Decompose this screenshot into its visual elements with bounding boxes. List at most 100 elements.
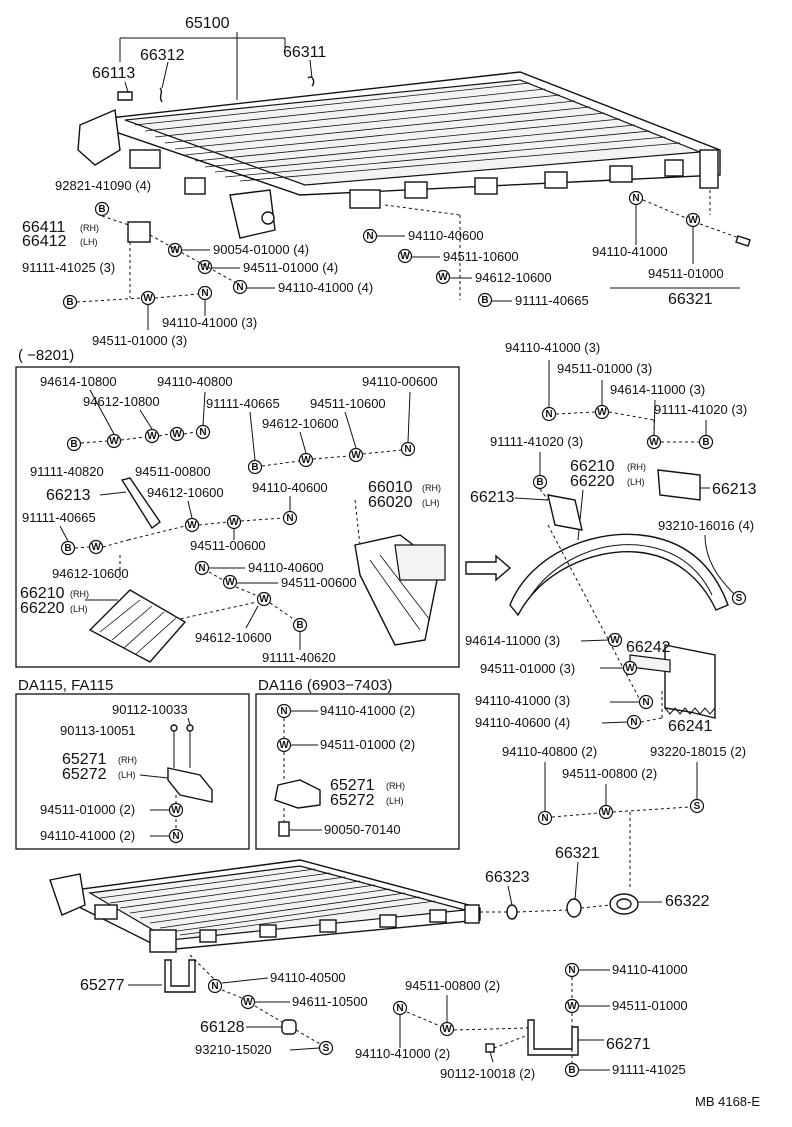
r-66220: 66220 [570, 473, 615, 490]
b-94110-40800: 94110-40800 [157, 374, 233, 389]
b-66220-lh: (LH) [70, 604, 88, 614]
r-66210-rh: (RH) [627, 462, 646, 472]
b-94612-10600b: 94612-10600 [147, 485, 224, 500]
d5-94110-41000-2: 94110-41000 (2) [40, 828, 135, 843]
l-94511-00800-2: 94511-00800 (2) [405, 978, 500, 993]
b-94511-00800: 94511-00800 [135, 464, 211, 479]
r-91111-41020-3a: 91111-41020 (3) [654, 402, 747, 417]
part-94511-01000: 94511-01000 [648, 266, 724, 281]
b-66020-lh: (LH) [422, 498, 440, 508]
part-94511-01000-3a: 94511-01000 (3) [92, 333, 187, 348]
b-91111-40820: 91111-40820 [30, 464, 104, 479]
part-92821-41090: 92821-41090 (4) [55, 178, 151, 193]
part-94612-10600: 94612-10600 [475, 270, 552, 285]
part-91111-40665: 91111-40665 [515, 293, 589, 308]
part-66412: 66412 [22, 233, 67, 250]
b-66213: 66213 [46, 487, 91, 504]
b-91111-40620: 91111-40620 [262, 650, 336, 665]
b-94612-10600d: 94612-10600 [195, 630, 272, 645]
b-66020: 66020 [368, 494, 413, 511]
m-94511-00800-2: 94511-00800 (2) [562, 766, 657, 781]
r-94110-41000-3b: 94110-41000 (3) [475, 693, 570, 708]
l-93210-15020: 93210-15020 [195, 1042, 272, 1057]
d5-90112-10033: 90112-10033 [112, 702, 188, 717]
b-94511-00600a: 94511-00600 [190, 538, 266, 553]
m-66323: 66323 [485, 869, 530, 886]
section-header-da116: DA116 (6903−7403) [258, 677, 392, 694]
footer-code: MB 4168-E [695, 1094, 760, 1109]
r-66242: 66242 [626, 639, 671, 656]
d5-94511-01000-2: 94511-01000 (2) [40, 802, 135, 817]
r-66241: 66241 [668, 718, 713, 735]
d6-65271-rh: (RH) [386, 781, 405, 791]
section-box-da116 [255, 693, 460, 850]
b-91111-40665b: 91111-40665 [22, 510, 96, 525]
l-65277: 65277 [80, 977, 125, 994]
section-box-da115 [15, 693, 250, 850]
d5-65272: 65272 [62, 766, 107, 783]
r-93210-16016: 93210-16016 (4) [658, 518, 754, 533]
m-94110-40800-2: 94110-40800 (2) [502, 744, 597, 759]
b-94110-40600b: 94110-40600 [248, 560, 324, 575]
l-94110-41000: 94110-41000 [612, 962, 688, 977]
top-cargo-bed [77, 71, 721, 239]
d5-65272-lh: (LH) [118, 770, 136, 780]
part-66312: 66312 [140, 47, 185, 64]
part-66411: 66411 [22, 219, 65, 236]
part-66321: 66321 [668, 291, 713, 308]
part-66412-lh: (LH) [80, 237, 98, 247]
d6-94110-41000-2: 94110-41000 (2) [320, 703, 415, 718]
part-94110-40600: 94110-40600 [408, 228, 484, 243]
l-94110-40500: 94110-40500 [270, 970, 346, 985]
b-66010: 66010 [368, 479, 413, 496]
d6-90050-70140: 90050-70140 [324, 822, 401, 837]
r-94511-01000-3b: 94511-01000 (3) [480, 661, 575, 676]
b-94612-10800: 94612-10800 [83, 394, 160, 409]
part-94110-41000: 94110-41000 [592, 244, 668, 259]
b-91111-40665: 91111-40665 [206, 396, 280, 411]
r-91111-41020-3b: 91111-41020 (3) [490, 434, 583, 449]
r-94614-11000-3b: 94614-11000 (3) [465, 633, 560, 648]
part-94511-10600: 94511-10600 [443, 249, 519, 264]
b-94612-10600a: 94612-10600 [262, 416, 339, 431]
section-header-da115: DA115, FA115 [18, 677, 113, 694]
d6-65272: 65272 [330, 792, 375, 809]
m-66322: 66322 [665, 893, 710, 910]
b-66010-rh: (RH) [422, 483, 441, 493]
r-94614-11000-3: 94614-11000 (3) [610, 382, 705, 397]
r-94110-40600-4: 94110-40600 (4) [475, 715, 570, 730]
b-66220: 66220 [20, 600, 65, 617]
l-94110-41000-2: 94110-41000 (2) [355, 1046, 450, 1061]
l-94511-01000: 94511-01000 [612, 998, 688, 1013]
d6-65271: 65271 [330, 777, 375, 794]
d6-94511-01000-2: 94511-01000 (2) [320, 737, 415, 752]
part-94110-41000-3a: 94110-41000 (3) [162, 315, 257, 330]
m-93220-18015-2: 93220-18015 (2) [650, 744, 746, 759]
b-66210-rh: (RH) [70, 589, 89, 599]
b-94511-10600: 94511-10600 [310, 396, 386, 411]
d5-90113-10051: 90113-10051 [60, 723, 136, 738]
part-66113: 66113 [92, 65, 135, 82]
d5-65271: 65271 [62, 751, 107, 768]
b-94612-10600c: 94612-10600 [52, 566, 129, 581]
r-66210: 66210 [570, 458, 615, 475]
part-90054-01000: 90054-01000 (4) [213, 242, 309, 257]
bottom-cargo-bed [49, 859, 481, 953]
section-box-8201 [15, 366, 460, 668]
m-66321: 66321 [555, 845, 600, 862]
part-65100: 65100 [185, 15, 230, 32]
d5-65271-rh: (RH) [118, 755, 137, 765]
r-66213b: 66213 [712, 481, 757, 498]
l-66271: 66271 [606, 1036, 651, 1053]
part-66411-rh: (RH) [80, 223, 99, 233]
b-94110-40600a: 94110-40600 [252, 480, 328, 495]
part-94511-01000-4: 94511-01000 (4) [243, 260, 338, 275]
d6-65272-lh: (LH) [386, 796, 404, 806]
section-header-8201: ( −8201) [18, 347, 74, 364]
r-66213a: 66213 [470, 489, 515, 506]
part-91111-41025-3: 91111-41025 (3) [22, 260, 115, 275]
b-94511-00600b: 94511-00600 [281, 575, 357, 590]
part-94110-41000-4: 94110-41000 (4) [278, 280, 373, 295]
b-94110-00600: 94110-00600 [362, 374, 438, 389]
